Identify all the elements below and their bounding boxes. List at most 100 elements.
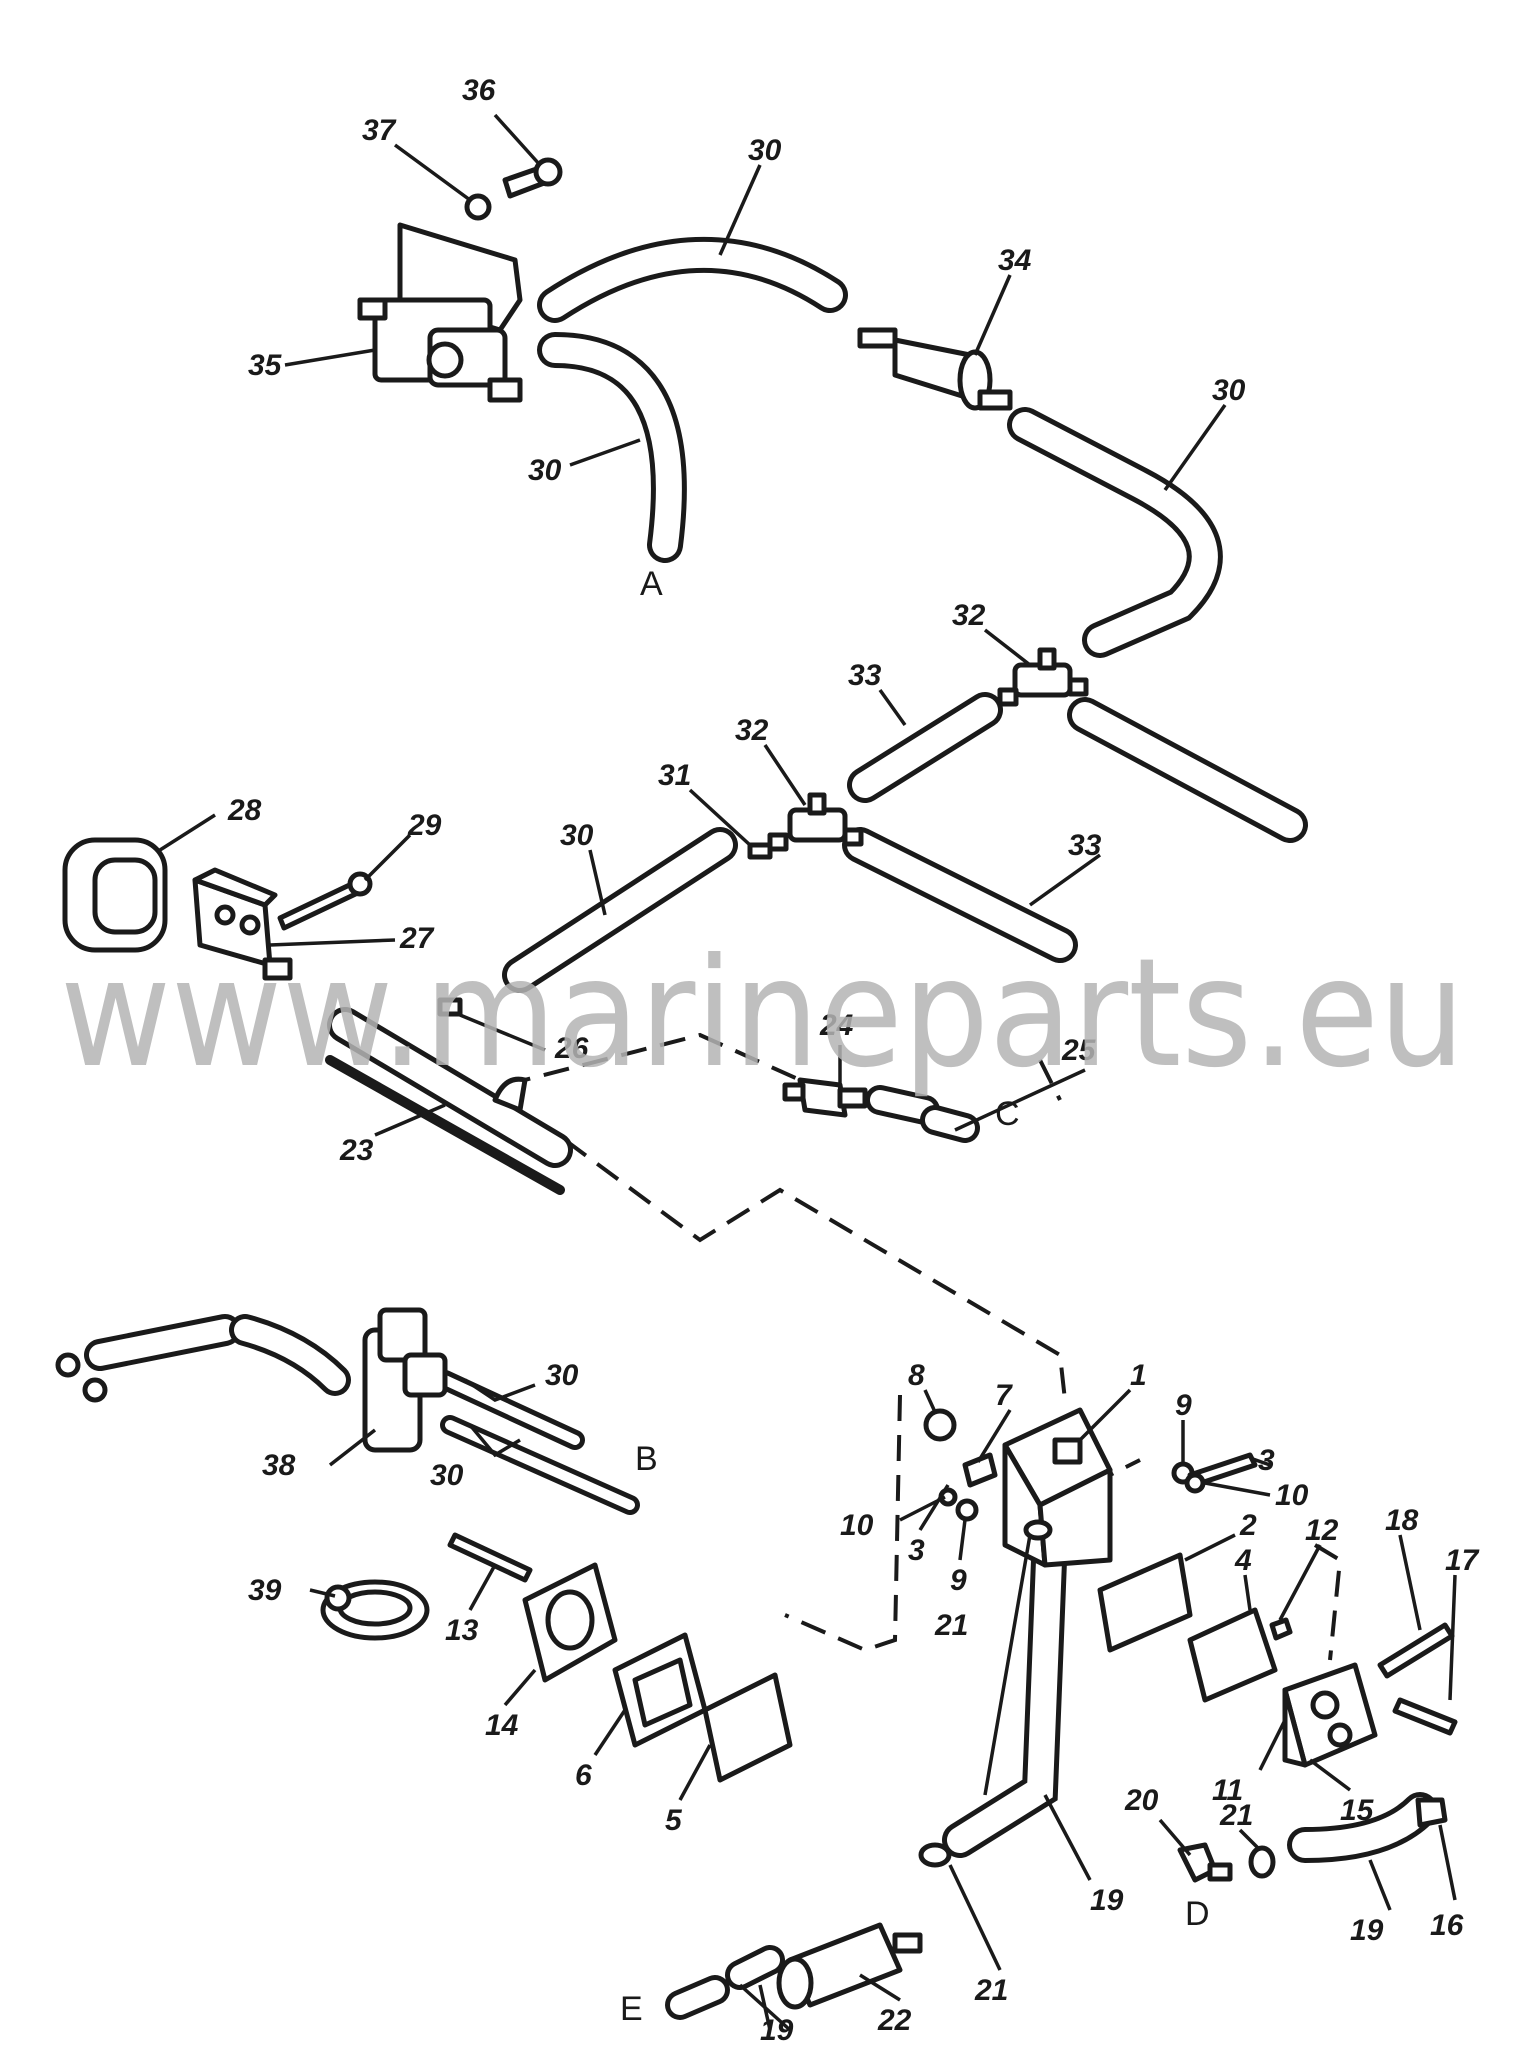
fuel-filter-34 xyxy=(857,327,1013,411)
callout-2: 2 xyxy=(1239,1509,1257,1542)
callout-31: 31 xyxy=(658,759,691,792)
watermark-text: www.marineparts.eu xyxy=(60,927,1465,1101)
plate-5 xyxy=(702,1672,793,1783)
connector-e: E xyxy=(620,1990,643,2028)
callout-9: 9 xyxy=(950,1564,967,1597)
callout-37: 37 xyxy=(362,114,397,147)
valve-body-27 xyxy=(192,867,293,981)
washer-9-left xyxy=(955,1498,979,1522)
hose-33-b xyxy=(1067,697,1308,843)
bolt-17 xyxy=(1392,1697,1458,1736)
hose-33-c xyxy=(842,827,1078,963)
hose-30-bend xyxy=(1007,407,1223,658)
callout-32: 32 xyxy=(735,714,769,747)
callout-29: 29 xyxy=(407,809,442,842)
callout-1: 1 xyxy=(1130,1359,1147,1392)
callout-9: 9 xyxy=(1175,1389,1192,1422)
hose-23 xyxy=(325,1007,573,1195)
callout-30: 30 xyxy=(528,454,562,487)
callout-12: 12 xyxy=(1305,1514,1339,1547)
callout-18: 18 xyxy=(1385,1504,1419,1537)
harness-terminals xyxy=(55,1352,108,1403)
callout-33: 33 xyxy=(848,659,882,692)
bolt-18 xyxy=(1377,1622,1455,1679)
callout-28: 28 xyxy=(227,794,262,827)
check-valve-24 xyxy=(782,1077,868,1118)
adapter-plate-14 xyxy=(522,1562,618,1683)
callout-14: 14 xyxy=(485,1709,519,1742)
callout-11: 11 xyxy=(1212,1774,1243,1807)
callout-36: 36 xyxy=(462,74,496,107)
callout-27: 27 xyxy=(399,922,435,955)
callout-4: 4 xyxy=(1234,1544,1252,1577)
parts xyxy=(55,157,1458,2010)
tee-fitting-32-upper xyxy=(997,647,1089,707)
callout-17: 17 xyxy=(1445,1544,1480,1577)
callout-30: 30 xyxy=(430,1459,464,1492)
elbow-fitting xyxy=(492,1076,528,1113)
callout-19: 19 xyxy=(760,2014,794,2047)
hose-30-to-A xyxy=(537,332,687,563)
gasket-6 xyxy=(612,1632,708,1748)
callout-24: 24 xyxy=(819,1009,854,1042)
clamp-21-right xyxy=(1248,1845,1276,1879)
callout-32: 32 xyxy=(952,599,986,632)
gasket-2 xyxy=(1097,1552,1193,1653)
hose-25 xyxy=(865,1085,980,1143)
callout-numbers: 36 37 30 34 35 30 30 32 33 32 31 28 29 3… xyxy=(227,74,1480,2047)
hose-33-a xyxy=(847,692,1003,803)
callout-20: 20 xyxy=(1124,1784,1159,1817)
washer-37 xyxy=(464,193,492,221)
callout-10: 10 xyxy=(840,1509,874,1542)
callout-22: 22 xyxy=(877,2004,912,2037)
connector-a: A xyxy=(640,565,663,603)
fuel-filter-22 xyxy=(776,1922,923,2010)
callout-30: 30 xyxy=(1212,374,1246,407)
callout-21: 21 xyxy=(974,1974,1008,2007)
valve-assembly-35 xyxy=(357,222,523,403)
callout-6: 6 xyxy=(575,1759,592,1792)
clamp-39 xyxy=(320,1579,430,1641)
callout-7: 7 xyxy=(995,1379,1013,1412)
elbow-16 xyxy=(1415,1797,1448,1828)
callout-19: 19 xyxy=(1090,1884,1124,1917)
callout-34: 34 xyxy=(998,244,1032,277)
callout-30: 30 xyxy=(545,1359,579,1392)
callout-16: 16 xyxy=(1430,1909,1464,1942)
callout-21: 21 xyxy=(934,1609,968,1642)
screw-36 xyxy=(502,157,563,199)
callout-26: 26 xyxy=(554,1032,589,1065)
callout-21: 21 xyxy=(1219,1799,1253,1832)
callout-33: 33 xyxy=(1068,829,1102,862)
clamp-21-middle xyxy=(918,1842,952,1868)
fitting-31 xyxy=(747,842,773,860)
hose-30-middle xyxy=(502,827,738,993)
fuel-pump-body-1 xyxy=(1002,1407,1113,1568)
pump-cover-15 xyxy=(1282,1662,1378,1768)
connector-letters: A B C D E xyxy=(620,565,1210,2028)
callout-5: 5 xyxy=(665,1804,683,1837)
callout-39: 39 xyxy=(248,1574,282,1607)
callout-23: 23 xyxy=(339,1134,374,1167)
callout-30: 30 xyxy=(748,134,782,167)
hose-19-small xyxy=(1287,1792,1438,1863)
connector-b: B xyxy=(635,1440,658,1478)
callout-15: 15 xyxy=(1340,1794,1375,1827)
callout-35: 35 xyxy=(248,349,283,382)
callout-25: 25 xyxy=(1061,1034,1097,1067)
hose-30-upper xyxy=(537,237,848,323)
callout-38: 38 xyxy=(262,1449,296,1482)
hose-38-harness xyxy=(84,1314,351,1396)
tee-fitting-32-lower xyxy=(767,792,864,852)
fitting-26 xyxy=(437,997,463,1017)
screw-29 xyxy=(277,871,373,931)
callout-13: 13 xyxy=(445,1614,479,1647)
hose-30-pair xyxy=(435,1370,640,1515)
hose-19-right xyxy=(942,1517,1068,1858)
callout-3: 3 xyxy=(1258,1444,1275,1477)
solenoid-38 xyxy=(362,1307,448,1453)
callout-3: 3 xyxy=(908,1534,925,1567)
hoses xyxy=(84,237,1438,2020)
grommet-28 xyxy=(62,837,168,953)
